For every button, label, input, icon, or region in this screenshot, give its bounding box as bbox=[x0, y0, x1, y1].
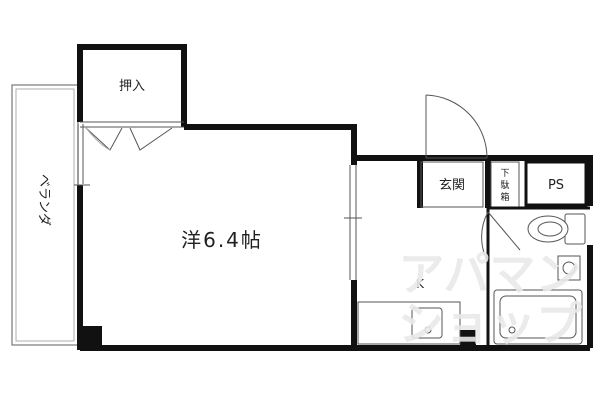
closet-label: 押入 bbox=[119, 79, 145, 94]
balcony-inner-rail bbox=[15, 88, 75, 342]
shoe-box-label-1: 下 bbox=[500, 169, 509, 179]
bathroom-door bbox=[481, 211, 521, 263]
balcony-outline bbox=[11, 84, 79, 346]
shoe-box-label-2: 駄 bbox=[500, 179, 509, 191]
kitchen-label: K bbox=[416, 277, 425, 291]
bathtub-icon bbox=[493, 289, 583, 345]
exterior-walls bbox=[77, 44, 593, 351]
entrance-box bbox=[420, 161, 484, 208]
balcony-label: ベランダ bbox=[36, 174, 51, 226]
kitchen-counter bbox=[357, 301, 461, 345]
column-left bbox=[80, 326, 102, 350]
entrance-label: 玄関 bbox=[439, 178, 465, 193]
room-kitchen-door bbox=[344, 165, 362, 280]
watermark-line1: アパマン bbox=[398, 247, 581, 301]
shoe-box-label-3: 箱 bbox=[500, 191, 509, 203]
watermark-line2: ショップ bbox=[398, 297, 582, 351]
entrance-door bbox=[425, 94, 488, 159]
toilet-icon bbox=[527, 213, 586, 245]
pipe-space bbox=[524, 160, 588, 207]
balcony-window bbox=[74, 124, 90, 186]
watermark-logo: アパマン ショップ bbox=[398, 247, 582, 351]
pipe-space-label: PS bbox=[548, 178, 564, 193]
bathroom-walls bbox=[486, 206, 590, 348]
closet-doors bbox=[85, 127, 173, 151]
bath-sink-icon bbox=[557, 255, 581, 281]
main-room-label: 洋6.4帖 bbox=[181, 228, 263, 252]
column-mid bbox=[460, 330, 476, 348]
